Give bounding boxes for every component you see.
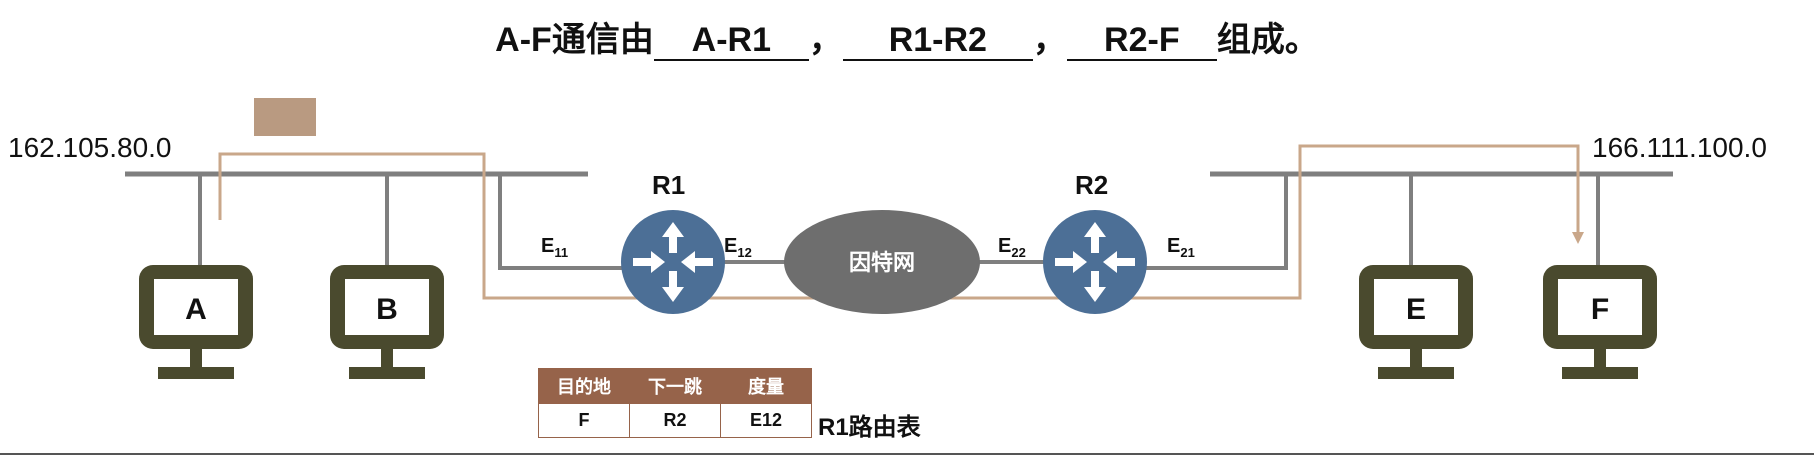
routing-table-header-metric: 度量: [720, 368, 812, 404]
interface-e11-base: E: [541, 235, 555, 257]
title-blank-3-text: R2-F: [1104, 21, 1180, 59]
internet-cloud: [784, 210, 980, 314]
r1-left-link: [498, 174, 626, 270]
title-blank-1: A-R1: [653, 21, 809, 61]
interface-e21-base: E: [1167, 235, 1181, 257]
internet-label: 因特网: [849, 250, 915, 276]
host-f-label: F: [1591, 293, 1609, 326]
title-blank-2: R1-R2: [842, 21, 1033, 61]
router-r1-icon: [621, 210, 725, 314]
path-legend-swatch: [254, 98, 316, 136]
r2-right-link: [1140, 174, 1288, 270]
interface-e12-sub: 12: [737, 245, 752, 260]
routing-table-cell-destination: F: [538, 403, 630, 438]
title-suffix: 组成。: [1216, 21, 1319, 59]
bottom-divider: [0, 453, 1814, 455]
routing-table-label: R1路由表: [818, 414, 921, 441]
router-r2-label: R2: [1075, 170, 1109, 200]
routing-table-cell-next-hop: R2: [629, 403, 721, 438]
title-sep-1: ，: [808, 21, 843, 59]
routing-table: 目的地 下一跳 度量 F R2 E12: [538, 368, 812, 438]
interface-e12-base: E: [724, 235, 738, 257]
routing-table-header-next-hop: 下一跳: [629, 368, 721, 404]
router-r2-icon: [1043, 210, 1147, 314]
routing-table-header-destination: 目的地: [538, 368, 630, 404]
title-blank-2-text: R1-R2: [888, 21, 987, 59]
interface-e11-label: E11: [541, 235, 568, 260]
interface-e11-sub: 11: [554, 245, 569, 260]
page-title: A-F通信由 A-R1 ， R1-R2 ， R2-F 组成。: [0, 12, 1814, 61]
host-b-label: B: [376, 293, 398, 326]
interface-e22-label: E22: [998, 235, 1026, 260]
interface-e12-label: E12: [724, 235, 752, 260]
title-prefix: A-F通信由: [495, 21, 654, 59]
interface-e21-label: E21: [1167, 235, 1195, 260]
host-f-monitor-icon: [1543, 265, 1657, 379]
interface-e21-sub: 21: [1180, 245, 1195, 260]
interface-e22-base: E: [998, 235, 1012, 257]
right-network-label: 166.111.100.0: [1592, 132, 1767, 163]
routing-table-cell-metric: E12: [720, 403, 812, 438]
table-row: F R2 E12: [538, 403, 812, 438]
host-e-label: E: [1406, 293, 1426, 326]
routing-table-header-row: 目的地 下一跳 度量: [538, 368, 812, 404]
title-sep-2: ，: [1032, 21, 1067, 59]
host-a-monitor-icon: [139, 265, 253, 379]
router-r1-label: R1: [652, 170, 686, 200]
left-network-label: 162.105.80.0: [8, 132, 172, 163]
host-a-label: A: [185, 293, 207, 326]
title-blank-1-text: A-R1: [691, 21, 771, 59]
title-blank-3: R2-F: [1066, 21, 1217, 61]
host-b-monitor-icon: [330, 265, 444, 379]
host-e-monitor-icon: [1359, 265, 1473, 379]
interface-e22-sub: 22: [1011, 245, 1026, 260]
